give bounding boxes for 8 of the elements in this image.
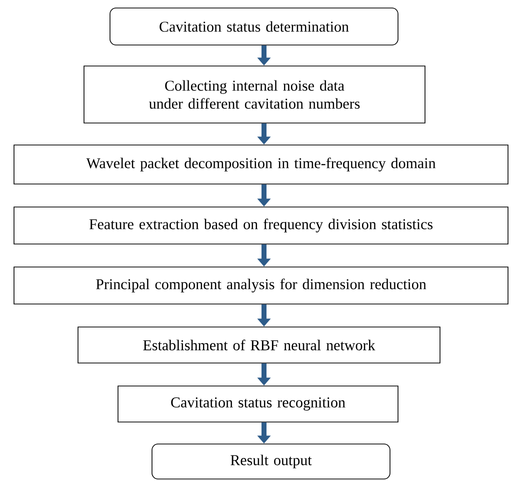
process-box: Feature extraction based on frequency division statistics [14, 206, 508, 244]
process-box: Principal component analysis for dimension reduction [14, 266, 508, 304]
process-box: Result output [152, 444, 390, 480]
process-box: Establishment of RBF neural network [78, 326, 440, 364]
process-box: Wavelet packet decomposition in time-frequency domain [14, 144, 508, 184]
process-box: Cavitation status recognition [118, 386, 398, 422]
process-box: Collecting internal noise data under different cavitation numbers [84, 66, 426, 124]
process-box: Cavitation status determination [110, 8, 398, 46]
